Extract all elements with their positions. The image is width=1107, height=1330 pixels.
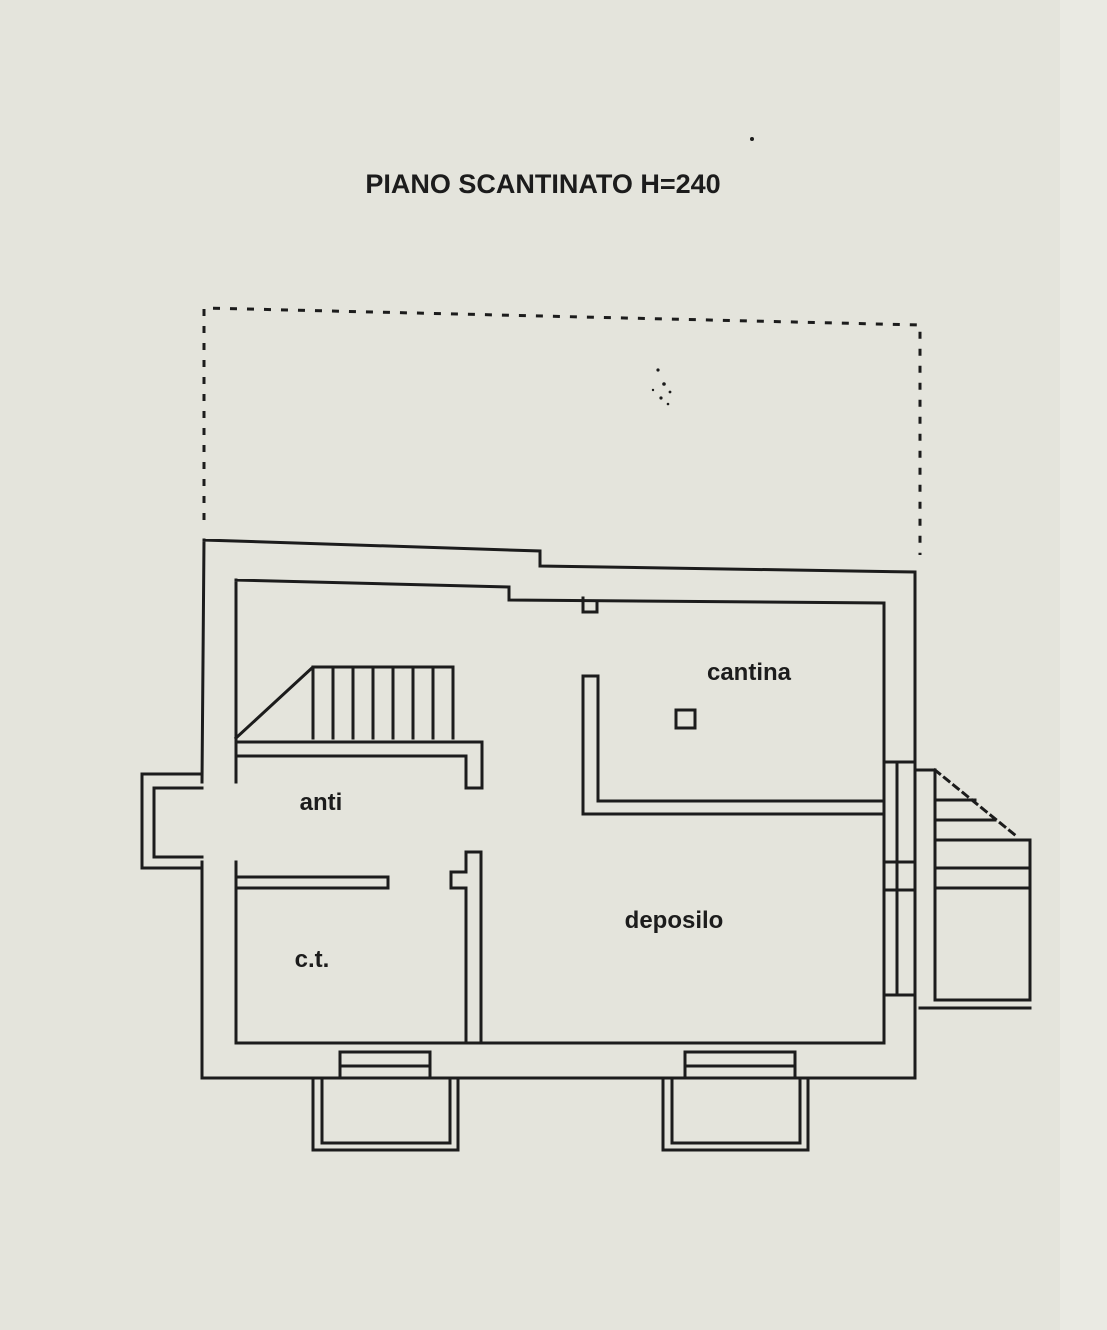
light-well-left: [311, 1076, 460, 1152]
room-label-anti: anti: [300, 789, 343, 816]
paper-edge: [1060, 0, 1107, 1330]
ink-smudge: [651, 368, 672, 406]
plan-title: PIANO SCANTINATO H=240: [365, 169, 720, 199]
left-niche-inner: [152, 786, 204, 859]
east-door-frame: [882, 760, 917, 997]
south-window-right: [683, 1050, 797, 1080]
anti-north-wall: [234, 740, 484, 790]
east-stair-dashed: [932, 767, 1018, 838]
room-label-deposito: deposilo: [625, 907, 724, 934]
east-door-mullions: [882, 860, 917, 892]
left-niche-outer: [140, 772, 204, 870]
ink-dot: [750, 137, 754, 141]
exterior-wall-outer: [200, 538, 917, 1080]
stair-treads: [311, 665, 435, 740]
stair-outline: [233, 665, 455, 741]
east-stair-treads: [933, 798, 1032, 890]
north-wall-notch: [581, 596, 599, 614]
east-opening-jambs: [882, 760, 917, 997]
room-label-ct: c.t.: [295, 946, 330, 973]
south-window-left: [338, 1050, 432, 1080]
light-well-right: [661, 1076, 810, 1152]
room-label-cantina: cantina: [707, 659, 792, 686]
ct-north-wall: [234, 875, 390, 890]
dashed-outline: [202, 306, 922, 555]
exterior-wall-inner: [234, 578, 886, 1045]
cantina-partition: [581, 674, 886, 816]
cantina-square-symbol: [674, 708, 697, 730]
ct-east-wall: [449, 850, 483, 1045]
